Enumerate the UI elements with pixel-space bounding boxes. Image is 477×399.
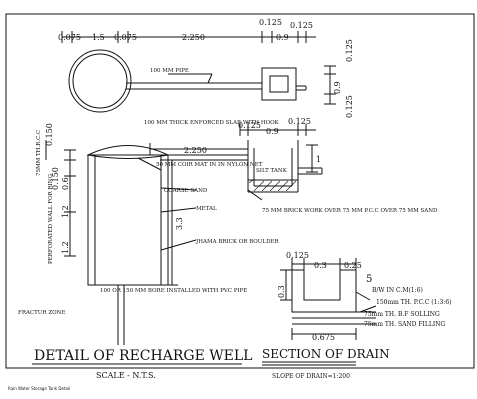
drain-dim-0125: 0.125 — [286, 251, 309, 260]
plan-dim-0125a: 0.125 — [345, 39, 354, 62]
brick-work-note: 75 MM BRICK WORK OVER 75 MM P.C.C OVER 7… — [262, 208, 438, 214]
dim-top-0075b: 0.075 — [114, 33, 137, 42]
dim-06: 0.6 — [61, 177, 70, 190]
plan-dim-0125b: 0.125 — [345, 95, 354, 118]
dim-33: 3.3 — [175, 217, 184, 230]
drain-bw-label: B/W IN C.M(1:6) — [372, 287, 423, 294]
plan-dim-09: 0.9 — [333, 81, 342, 94]
rcc-label: 75MM TH.R.C.C — [36, 130, 42, 176]
pipe-label: 100 MM PIPE — [150, 68, 189, 74]
dim-top-2250: 2.250 — [182, 33, 205, 42]
slab-label: 100 MM THICK ENFORCED SLAB WITH HOOK — [144, 120, 280, 126]
jhama-label: JHAMA BRICK OR BOULDER — [195, 239, 280, 245]
silt-dim-09: 0.9 — [266, 127, 279, 136]
drain-dim-03v: 0.3 — [277, 285, 286, 298]
scale-label: SCALE - N.T.S. — [96, 371, 156, 380]
bore-label: 100 OR 150 MM BORE INSTALLED WITH PVC PI… — [100, 288, 247, 294]
coir-label: 50 MM COIR MAT IN IN NYLON NET — [156, 162, 263, 168]
dim-0150-top: 0.150 — [45, 123, 54, 146]
silt-dim-0125a: 0.125 — [238, 121, 261, 130]
sheet-border — [5, 13, 475, 369]
silt-dim-1: 1 — [316, 155, 321, 164]
silt-dim-0125b: 0.125 — [288, 117, 311, 126]
dim-top-0075: 0.075 — [58, 33, 81, 42]
drain-u-section — [291, 269, 357, 313]
fracture-zone-label: FRACTUR ZONE — [18, 310, 66, 316]
drain-dim-0675: 0.675 — [312, 333, 335, 342]
slab-top — [86, 145, 170, 159]
silt-tank-label: SILT TANK — [256, 168, 288, 174]
drain-number-5: 5 — [366, 274, 372, 285]
title-drain: SECTION OF DRAIN — [262, 347, 390, 361]
dim-12a: 1.2 — [61, 205, 70, 218]
drain-bf-label: 75mm TH. B.F SOLLING — [364, 311, 440, 318]
drain-pcc-label: 150mm TH. P.C.C (1:3:6) — [376, 299, 451, 306]
dim-0150-side: 0.150 — [51, 167, 60, 190]
title-well: DETAIL OF RECHARGE WELL — [34, 348, 252, 364]
well-plan-circle — [68, 49, 132, 113]
dim-top-09: 0.9 — [276, 33, 289, 42]
coarse-sand-label: COARSE SAND — [164, 188, 208, 194]
dim-2250: 2.250 — [184, 146, 207, 155]
dim-top-0125a: 0.125 — [259, 18, 282, 27]
well-plan-inner-circle — [72, 53, 128, 109]
well-section-body — [87, 154, 169, 286]
metal-label: METAL — [196, 206, 217, 212]
dim-12b: 1.2 — [61, 241, 70, 254]
dim-top-0125b: 0.125 — [290, 21, 313, 30]
dim-top-15: 1.5 — [92, 33, 105, 42]
footer-caption: Rain Water Storage Tank Detail — [8, 386, 70, 391]
silt-tank-plan-inner — [269, 75, 289, 93]
slope-label: SLOPE OF DRAIN=1:200 — [272, 373, 350, 380]
perforated-label: PERFORATED WALL FOR RING — [48, 174, 54, 264]
silt-tank-plan — [261, 67, 297, 101]
drain-sand-label: 75mm TH. SAND FILLING — [364, 321, 446, 328]
drain-dim-03: 0.3 — [314, 261, 327, 270]
drain-dim-025: 0.25 — [344, 261, 362, 270]
